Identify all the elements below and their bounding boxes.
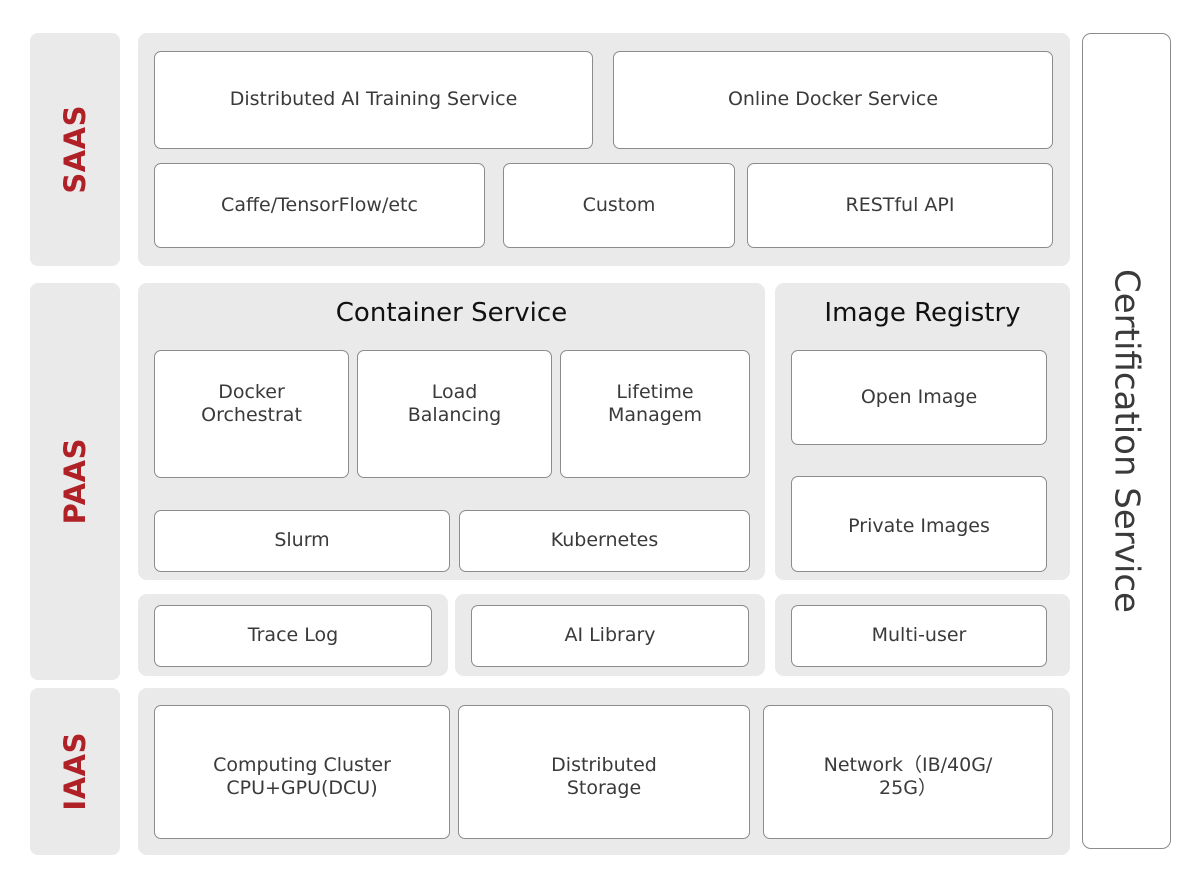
tier-label-iaas: IAAS xyxy=(30,688,120,855)
container-box-label: Kubernetes xyxy=(550,529,659,552)
image-registry-box-label: Private Images xyxy=(848,515,990,537)
support-box-ai-library[interactable]: AI Library xyxy=(471,605,749,667)
saas-box-label: RESTful API xyxy=(845,193,955,216)
iaas-box-label-line2: 25G） xyxy=(879,777,937,800)
container-box-load-balancing[interactable]: Load Balancing xyxy=(357,350,552,478)
iaas-box-label-line1: Network（IB/40G/ xyxy=(823,754,993,776)
iaas-box-label-line2: CPU+GPU(DCU) xyxy=(226,777,378,800)
tier-label-paas-text: PAAS xyxy=(57,438,92,525)
iaas-box-label-line1: Computing Cluster xyxy=(213,754,391,776)
container-box-label-line1: Lifetime xyxy=(616,381,694,403)
container-service-heading: Container Service xyxy=(335,298,568,328)
support-box-label: Trace Log xyxy=(247,624,339,647)
container-box-label: Lifetime Managem xyxy=(608,381,702,427)
container-box-label: Slurm xyxy=(274,529,330,552)
saas-box-caffe-tensorflow-etc[interactable]: Caffe/TensorFlow/etc xyxy=(154,163,485,248)
container-box-slurm[interactable]: Slurm xyxy=(154,510,450,572)
image-registry-box-label: Open Image xyxy=(860,385,978,408)
image-registry-heading: Image Registry xyxy=(824,298,1021,328)
container-box-label-line2: Managem xyxy=(608,404,702,427)
container-box-label-line1: Load xyxy=(431,381,478,403)
tier-label-iaas-text: IAAS xyxy=(57,732,92,811)
container-box-lifetime-managem[interactable]: Lifetime Managem xyxy=(560,350,750,478)
iaas-box-label: Distributed Storage xyxy=(551,754,657,800)
iaas-box-label: Network（IB/40G/ 25G） xyxy=(824,754,993,800)
support-box-trace-log[interactable]: Trace Log xyxy=(154,605,432,667)
saas-box-distributed-ai-training-service[interactable]: Distributed AI Training Service xyxy=(154,51,593,149)
iaas-box-label: Computing Cluster CPU+GPU(DCU) xyxy=(213,754,391,800)
saas-box-label: Distributed AI Training Service xyxy=(229,88,518,111)
container-box-label-line1: Docker xyxy=(218,381,285,403)
iaas-box-network[interactable]: Network（IB/40G/ 25G） xyxy=(763,705,1053,839)
image-registry-box-private-images[interactable]: Private Images xyxy=(791,476,1047,572)
saas-box-online-docker-service[interactable]: Online Docker Service xyxy=(613,51,1053,149)
certification-service-label: Certification Service xyxy=(1106,269,1147,613)
container-box-label: Load Balancing xyxy=(408,381,501,427)
saas-box-custom[interactable]: Custom xyxy=(503,163,735,248)
certification-service-panel[interactable]: Certification Service xyxy=(1082,33,1171,849)
tier-label-paas: PAAS xyxy=(30,283,120,680)
container-box-label-line2: Orchestrat xyxy=(201,404,302,427)
container-box-label-line2: Balancing xyxy=(407,404,502,427)
container-box-kubernetes[interactable]: Kubernetes xyxy=(459,510,750,572)
image-registry-box-open-image[interactable]: Open Image xyxy=(791,350,1047,445)
saas-box-label: Custom xyxy=(582,193,656,216)
tier-label-saas: SAAS xyxy=(30,33,120,266)
support-box-label: Multi-user xyxy=(871,624,967,647)
iaas-box-computing-cluster[interactable]: Computing Cluster CPU+GPU(DCU) xyxy=(154,705,450,839)
iaas-box-label-line1: Distributed xyxy=(551,754,657,776)
saas-box-label: Online Docker Service xyxy=(727,88,939,111)
support-box-multi-user[interactable]: Multi-user xyxy=(791,605,1047,667)
support-box-label: AI Library xyxy=(564,624,656,647)
container-box-label: Docker Orchestrat xyxy=(201,381,302,427)
saas-box-restful-api[interactable]: RESTful API xyxy=(747,163,1053,248)
saas-box-label: Caffe/TensorFlow/etc xyxy=(221,193,418,216)
iaas-box-label-line2: Storage xyxy=(566,777,642,800)
iaas-box-distributed-storage[interactable]: Distributed Storage xyxy=(458,705,750,839)
container-box-docker-orchestrat[interactable]: Docker Orchestrat xyxy=(154,350,349,478)
tier-label-saas-text: SAAS xyxy=(57,105,92,194)
